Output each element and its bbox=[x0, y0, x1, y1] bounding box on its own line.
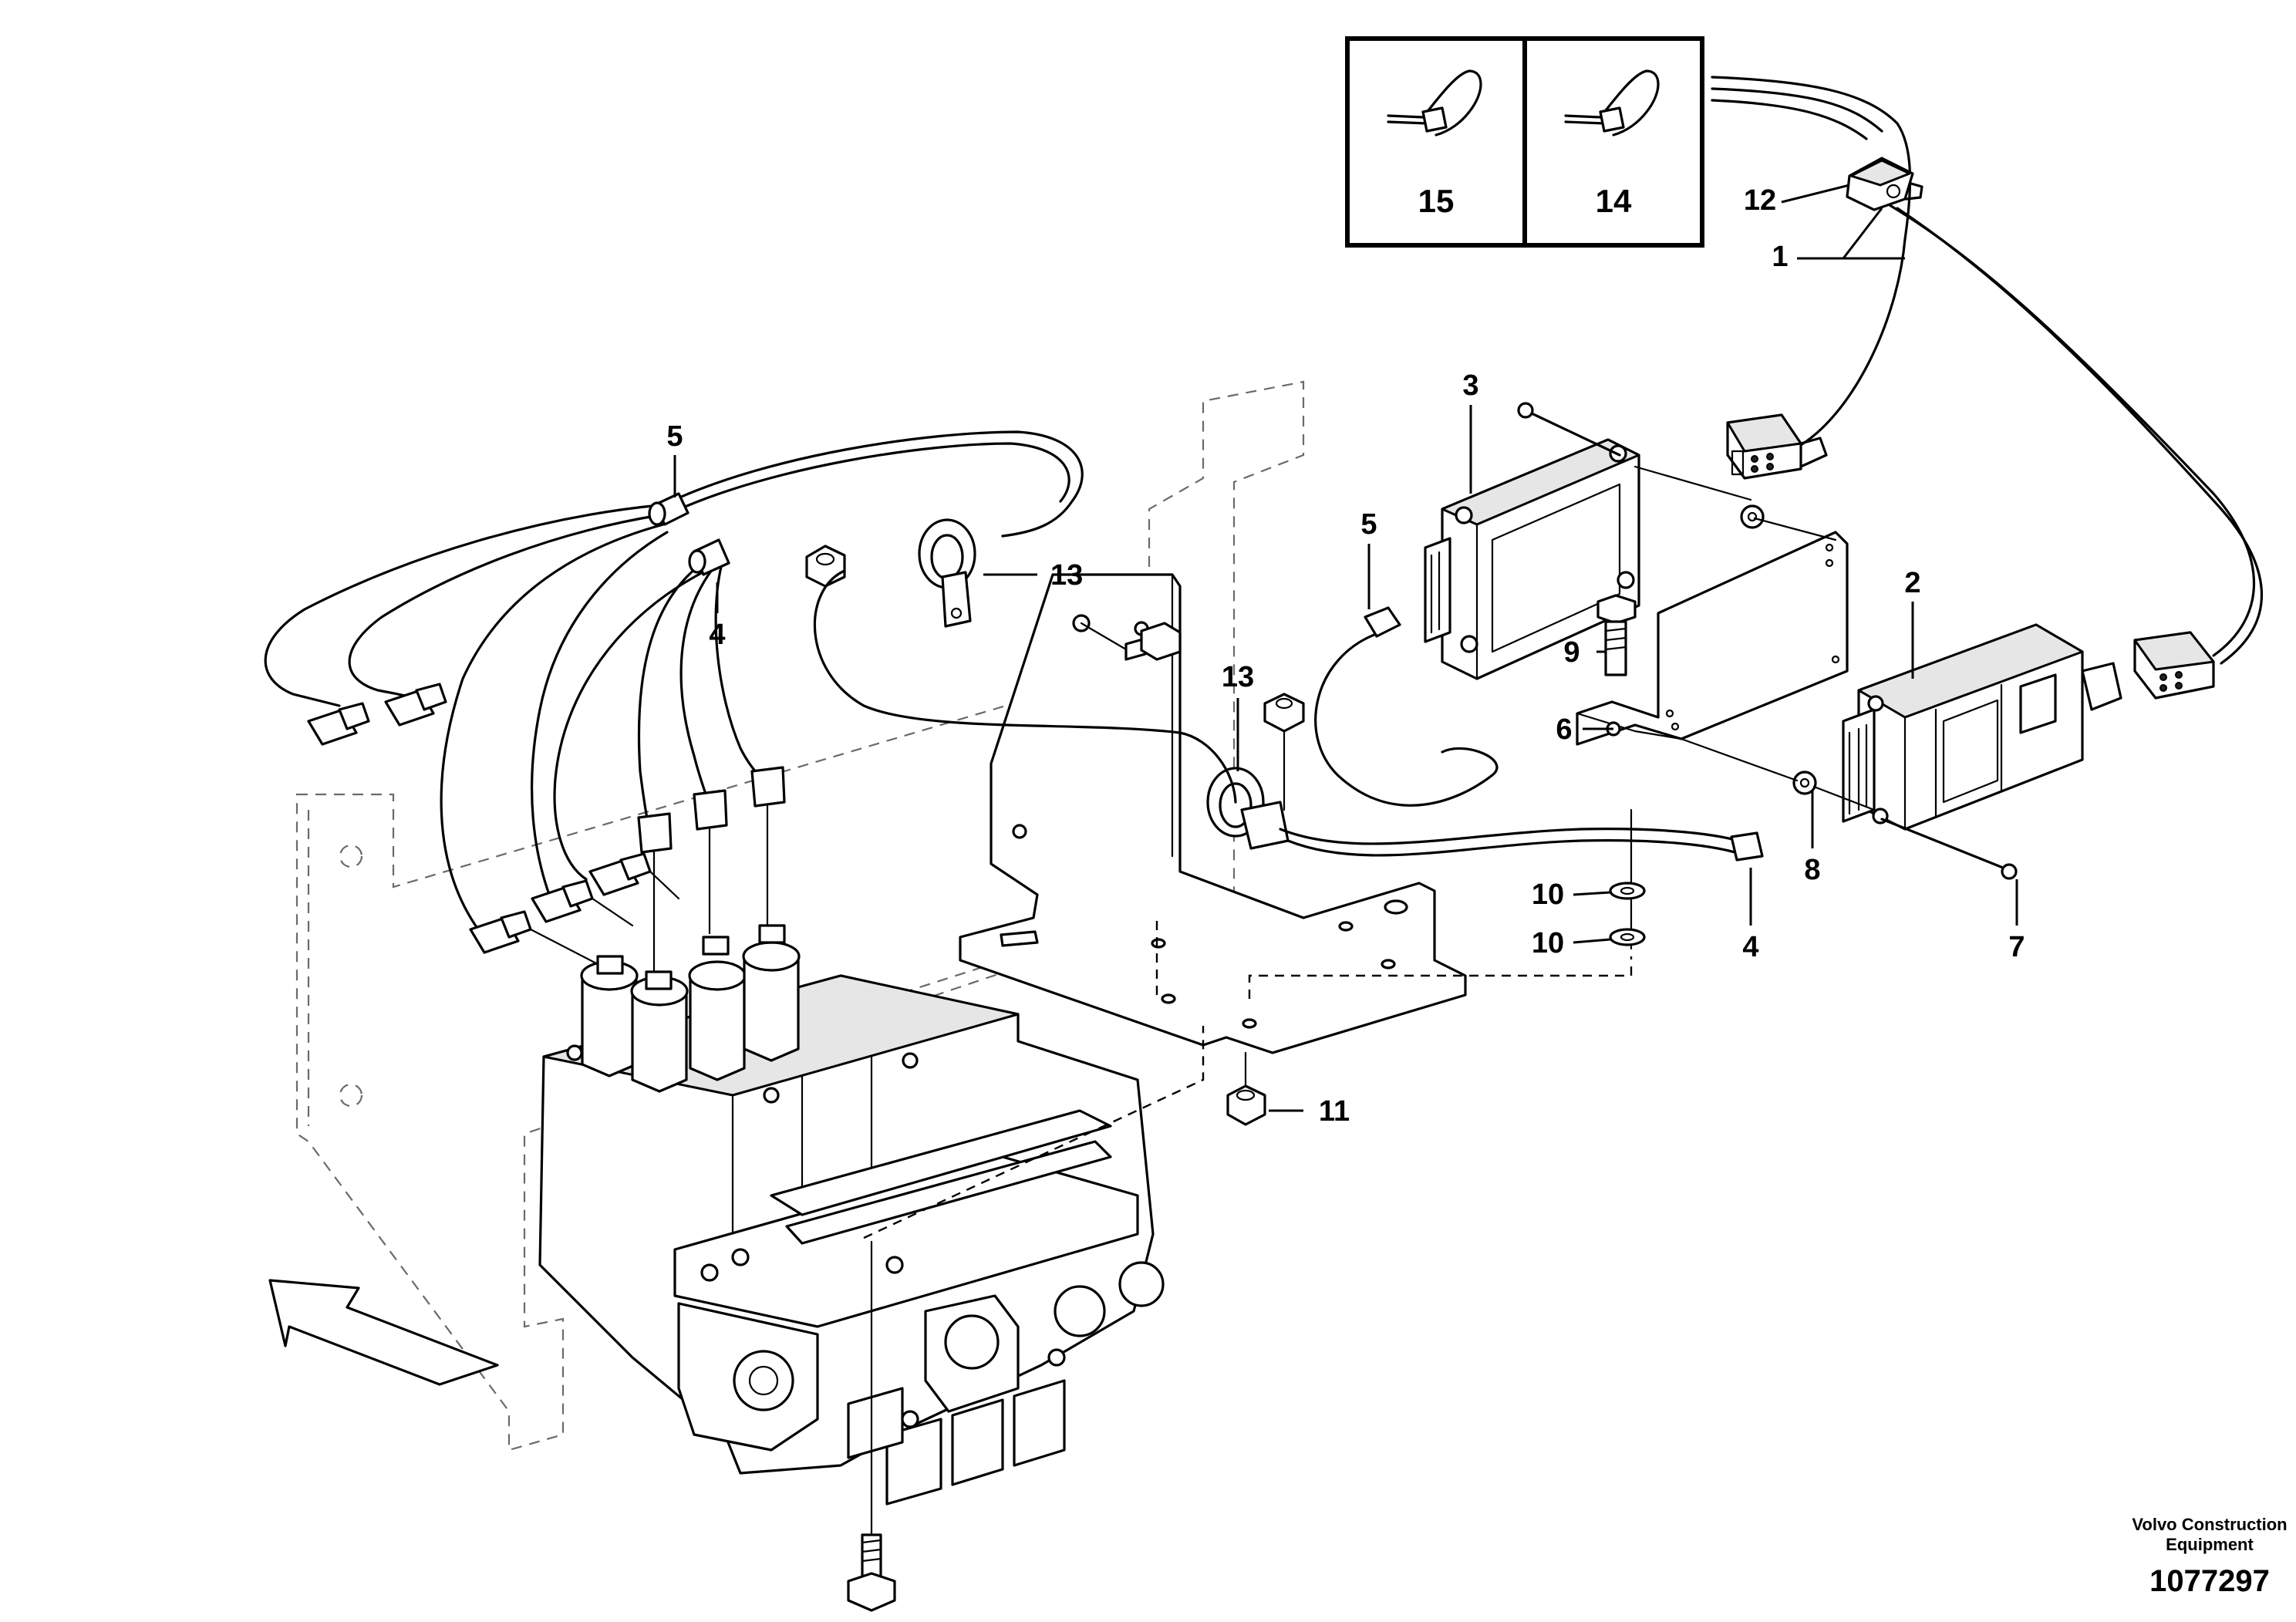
main-bracket bbox=[959, 573, 1467, 1054]
harness-5-left bbox=[264, 430, 1084, 931]
control-unit-2 bbox=[1842, 623, 2122, 831]
leader-washer bbox=[1753, 517, 1837, 541]
cable-clamp-13-upper bbox=[918, 518, 976, 628]
callout-10-lower: 10 bbox=[1532, 927, 1564, 959]
harness-connector-right bbox=[2133, 631, 2215, 700]
callout-leaders bbox=[673, 184, 2018, 1112]
callout-13-lower: 13 bbox=[1222, 661, 1254, 693]
callout-4-right: 4 bbox=[1742, 931, 1758, 963]
callout-6: 6 bbox=[1556, 713, 1572, 746]
harness-clip-12 bbox=[1846, 157, 1923, 211]
cable-tie-icon-14 bbox=[1564, 69, 1660, 137]
solenoid-coils bbox=[580, 924, 801, 1093]
washer-8 bbox=[1680, 737, 1876, 811]
callout-5-right: 5 bbox=[1360, 508, 1377, 541]
callout-labels: 15 14 12 1 3 5 2 9 6 8 10 10 4 7 11 5 4 … bbox=[666, 183, 2025, 1128]
nut-upper bbox=[805, 545, 846, 588]
publisher-credit: Volvo Construction Equipment bbox=[2082, 1515, 2296, 1555]
callout-3: 3 bbox=[1462, 369, 1478, 402]
leader-line-3 bbox=[1633, 465, 1752, 501]
callout-4-left: 4 bbox=[709, 619, 725, 651]
callout-5-left: 5 bbox=[666, 420, 683, 453]
left-connectors bbox=[307, 683, 786, 973]
harness-sleeves bbox=[648, 492, 730, 576]
callout-14: 14 bbox=[1596, 183, 1632, 219]
callout-9: 9 bbox=[1563, 636, 1580, 669]
harness-5-right bbox=[1314, 606, 1499, 807]
bracket-6 bbox=[1576, 531, 1849, 746]
bolt-9 bbox=[1596, 594, 1637, 676]
screw-top bbox=[1517, 402, 1621, 457]
callout-7: 7 bbox=[2008, 931, 2025, 963]
bracket-nut bbox=[1263, 693, 1305, 811]
assembly-lines bbox=[863, 808, 1633, 1536]
drawing-number: 1077297 bbox=[2149, 1564, 2270, 1598]
direction-arrow-icon bbox=[268, 1279, 499, 1386]
callout-11: 11 bbox=[1319, 1095, 1350, 1128]
control-unit-3 bbox=[1424, 438, 1640, 680]
bracket-bolt bbox=[1080, 622, 1182, 661]
cable-clamp-13-lower bbox=[1206, 767, 1290, 850]
washers-10 bbox=[1609, 882, 1646, 946]
credit-line-2: Equipment bbox=[2166, 1535, 2254, 1554]
harness-connector-top bbox=[1726, 413, 1828, 480]
harness-4 bbox=[813, 569, 1764, 862]
callout-12: 12 bbox=[1744, 184, 1776, 217]
callout-13-upper: 13 bbox=[1050, 559, 1083, 592]
callout-8: 8 bbox=[1804, 854, 1820, 886]
credit-line-1: Volvo Construction bbox=[2132, 1515, 2288, 1534]
inset-boxes bbox=[1345, 36, 1704, 248]
callout-1: 1 bbox=[1772, 241, 1788, 273]
callout-10-upper: 10 bbox=[1532, 878, 1564, 911]
cable-tie-icon-15 bbox=[1387, 69, 1482, 137]
callout-2: 2 bbox=[1904, 567, 1920, 599]
screw-7 bbox=[1880, 818, 2018, 880]
callout-15: 15 bbox=[1418, 183, 1455, 219]
bottom-bolt bbox=[847, 1533, 896, 1612]
washer-bracket-top bbox=[1740, 504, 1765, 529]
nut-11 bbox=[1226, 1084, 1266, 1126]
